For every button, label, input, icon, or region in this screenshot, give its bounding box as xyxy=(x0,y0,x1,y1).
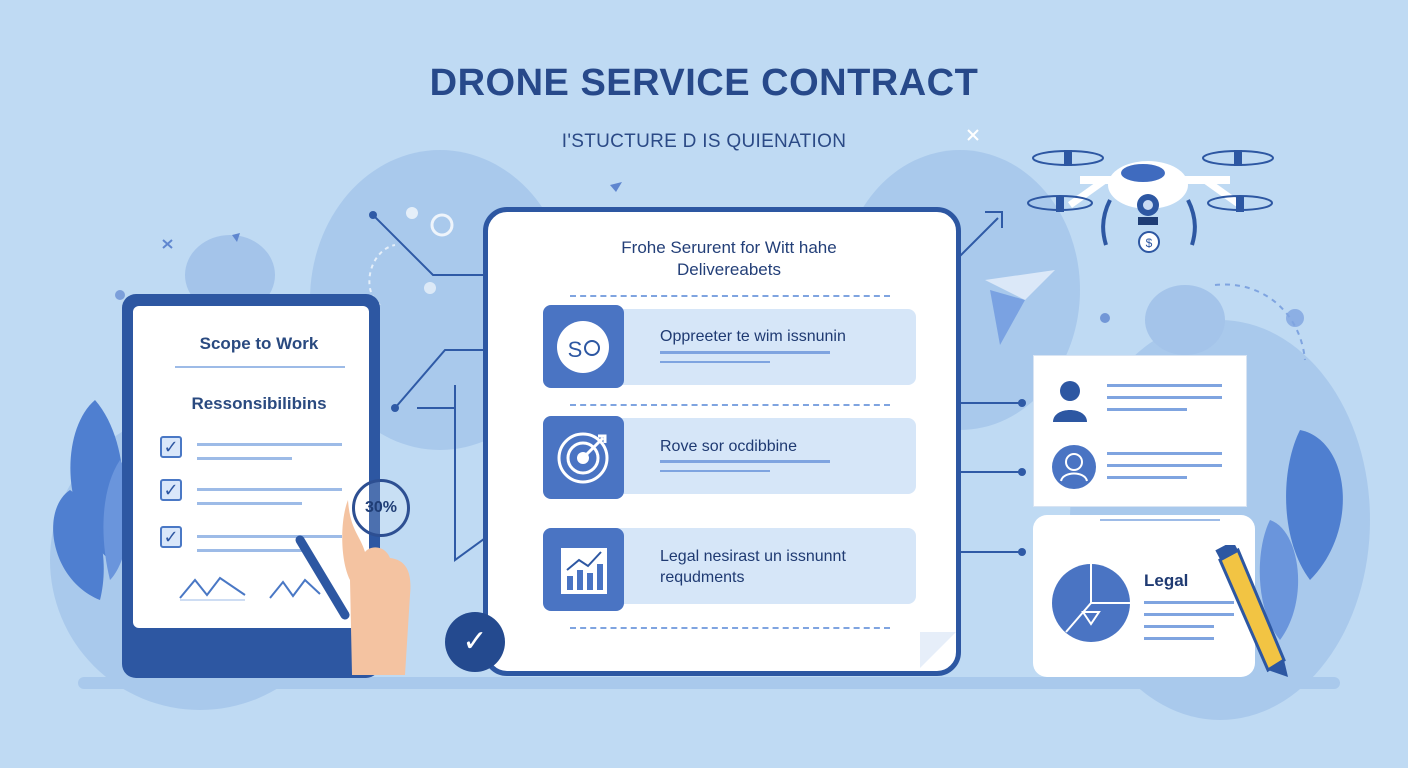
card-line xyxy=(1144,637,1214,640)
svg-text:$: $ xyxy=(1146,236,1153,250)
user-icon xyxy=(1053,381,1087,422)
row-line xyxy=(660,351,830,354)
gear-decoration-icon xyxy=(430,213,454,237)
card-line xyxy=(1144,601,1234,604)
user-circle-icon xyxy=(1052,445,1096,489)
checklist-line xyxy=(197,549,302,552)
deliverable-row-text: Legal nesirast un issnunnt requdments xyxy=(660,548,846,586)
pie-chart-icon xyxy=(1052,564,1130,642)
deliverable-row-text: Oppreeter te wim issnunin xyxy=(660,328,846,345)
checklist-line xyxy=(197,443,342,446)
card-line xyxy=(1100,519,1220,521)
progress-badge: 30% xyxy=(352,479,410,537)
row-line xyxy=(660,470,770,472)
dashed-divider xyxy=(570,295,890,297)
paper-plane-icon xyxy=(985,270,1055,345)
dashed-divider xyxy=(570,627,890,629)
card-line xyxy=(1107,384,1222,387)
gear-chart-icon: S xyxy=(557,321,609,373)
right-plant-icon xyxy=(1259,430,1343,640)
pencil-icon xyxy=(1215,545,1288,677)
dashed-divider xyxy=(570,404,890,406)
checklist-checkbox[interactable]: ✓ xyxy=(160,479,182,501)
checklist-line xyxy=(197,457,292,460)
page-subtitle: I'STUCTURE D IS QUIENATION xyxy=(561,131,847,152)
row-icon-tile: S xyxy=(543,305,624,388)
row-line xyxy=(660,361,770,363)
checklist-checkbox[interactable]: ✓ xyxy=(160,436,182,458)
document-heading-line2: Delivereabets xyxy=(677,260,781,279)
row-icon-tile xyxy=(543,528,624,611)
bar-chart-icon xyxy=(561,548,607,594)
check-circle-icon: ✓ xyxy=(445,612,505,672)
card-line xyxy=(1107,464,1222,467)
card-line xyxy=(1144,613,1234,616)
responsibilities-heading: Ressonsibilibins xyxy=(191,394,327,413)
target-icon xyxy=(557,432,609,484)
row-icon-tile xyxy=(543,416,624,499)
card-line xyxy=(1107,476,1187,479)
row-line xyxy=(660,460,830,463)
scope-title: Scope to Work xyxy=(199,334,319,353)
tablet-screen xyxy=(133,306,369,628)
checklist-checkbox[interactable]: ✓ xyxy=(160,526,182,548)
card-line xyxy=(1107,408,1187,411)
checklist-line xyxy=(197,535,342,538)
hand-pen-icon xyxy=(295,500,411,675)
page-curl-icon xyxy=(920,632,956,668)
deliverable-row-text: Rove sor ocdibbine xyxy=(660,438,797,455)
divider xyxy=(175,366,345,368)
checklist-line xyxy=(197,502,302,505)
profile-card xyxy=(1033,355,1247,507)
svg-text:S: S xyxy=(568,337,583,362)
legal-label: Legal xyxy=(1144,571,1189,590)
mini-line-chart-icon xyxy=(179,576,321,601)
document-heading: Frohe Serurent for Witt hahe Delivereabe… xyxy=(560,237,898,281)
document-heading-line1: Frohe Serurent for Witt hahe xyxy=(621,238,837,257)
checklist-line xyxy=(197,488,342,491)
drone-icon: $ xyxy=(1027,150,1274,253)
card-line xyxy=(1107,452,1222,455)
card-line xyxy=(1107,396,1222,399)
card-line xyxy=(1144,625,1214,628)
page-title: DRONE SERVICE CONTRACT xyxy=(429,62,979,104)
